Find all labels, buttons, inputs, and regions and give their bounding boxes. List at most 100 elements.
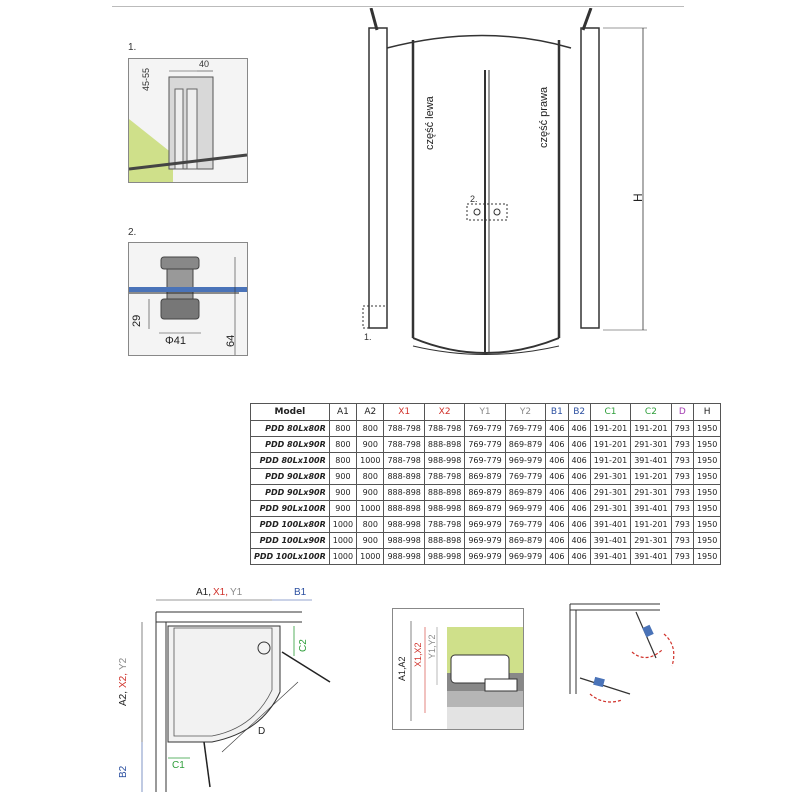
plan-side-label-a: A2, bbox=[118, 690, 129, 706]
table-cell: 888-898 bbox=[423, 484, 466, 501]
table-header-y2: Y2 bbox=[504, 403, 547, 421]
table-cell: 900 bbox=[328, 500, 358, 517]
table-header-b2: B2 bbox=[567, 403, 591, 421]
table-cell: 988-998 bbox=[423, 452, 466, 469]
table-cell: 788-798 bbox=[423, 468, 466, 485]
section-view-drawing bbox=[410, 621, 523, 729]
table-cell-model: PDD 100Lx100R bbox=[250, 548, 330, 565]
table-cell-model: PDD 80Lx80R bbox=[250, 420, 330, 437]
table-cell: 191-201 bbox=[589, 436, 632, 453]
table-cell: 969-979 bbox=[504, 548, 547, 565]
section-label-y: Y1,Y2 bbox=[427, 634, 437, 659]
table-cell: 406 bbox=[545, 516, 569, 533]
table-cell: 800 bbox=[356, 516, 385, 533]
table-cell: 900 bbox=[356, 436, 385, 453]
table-cell: 869-879 bbox=[504, 532, 547, 549]
plan-side-label-b: B2 bbox=[118, 765, 129, 778]
table-header-a2: A2 bbox=[356, 403, 385, 421]
table-cell: 888-898 bbox=[383, 484, 425, 501]
table-cell: 988-998 bbox=[383, 548, 425, 565]
plan-label-d: D bbox=[258, 726, 266, 737]
table-cell: 406 bbox=[567, 548, 591, 565]
table-cell: 793 bbox=[670, 516, 694, 533]
table-cell: 1950 bbox=[692, 516, 722, 533]
table-cell: 1950 bbox=[692, 452, 722, 469]
table-cell: 1950 bbox=[692, 468, 722, 485]
table-cell: 406 bbox=[567, 484, 591, 501]
table-cell: 788-798 bbox=[423, 516, 466, 533]
table-cell: 406 bbox=[567, 468, 591, 485]
table-cell: 769-779 bbox=[464, 420, 506, 437]
table-cell: 1950 bbox=[692, 500, 722, 517]
right-part-label: część prawa bbox=[538, 86, 550, 148]
table-cell: 291-301 bbox=[589, 484, 632, 501]
table-cell: 1950 bbox=[692, 436, 722, 453]
table-cell: 391-401 bbox=[630, 500, 672, 517]
table-cell: 900 bbox=[328, 484, 358, 501]
detail-2-dim-total: 64 bbox=[225, 334, 237, 347]
table-cell: 406 bbox=[567, 452, 591, 469]
table-cell: 869-879 bbox=[504, 484, 547, 501]
table-cell: 391-401 bbox=[589, 532, 632, 549]
section-label-a: A1,A2 bbox=[397, 656, 407, 681]
table-cell: 800 bbox=[356, 420, 385, 437]
table-header-h: H bbox=[692, 403, 722, 421]
table-cell: 406 bbox=[545, 468, 569, 485]
table-cell: 888-898 bbox=[383, 500, 425, 517]
table-cell: 1000 bbox=[356, 548, 385, 565]
table-header-c2: C2 bbox=[630, 403, 672, 421]
table-cell: 191-201 bbox=[630, 420, 672, 437]
table-cell: 969-979 bbox=[464, 548, 506, 565]
table-cell: 869-879 bbox=[464, 484, 506, 501]
table-cell: 1950 bbox=[692, 420, 722, 437]
opening-view-drawing bbox=[569, 603, 675, 703]
detail-2-dim-diameter: Φ41 bbox=[165, 335, 187, 347]
table-cell: 869-879 bbox=[504, 436, 547, 453]
plan-label-c2: C2 bbox=[298, 639, 309, 652]
table-cell: 391-401 bbox=[630, 548, 672, 565]
table-header-x2: X2 bbox=[423, 403, 466, 421]
table-cell: 291-301 bbox=[589, 500, 632, 517]
table-cell: 888-898 bbox=[423, 532, 466, 549]
table-cell-model: PDD 100Lx90R bbox=[250, 532, 330, 549]
table-cell: 769-779 bbox=[504, 516, 547, 533]
table-cell: 406 bbox=[545, 500, 569, 517]
table-cell: 793 bbox=[670, 452, 694, 469]
table-cell: 788-798 bbox=[423, 420, 466, 437]
table-cell: 800 bbox=[328, 420, 358, 437]
table-cell: 793 bbox=[670, 532, 694, 549]
table-cell: 291-301 bbox=[630, 532, 672, 549]
front-view-drawing bbox=[362, 8, 647, 355]
table-cell: 769-779 bbox=[504, 468, 547, 485]
height-label: H bbox=[631, 193, 645, 202]
table-cell: 969-979 bbox=[504, 500, 547, 517]
table-cell-model: PDD 80Lx90R bbox=[250, 436, 330, 453]
section-label-x: X1,X2 bbox=[413, 642, 423, 667]
table-cell: 769-779 bbox=[464, 436, 506, 453]
table-cell: 391-401 bbox=[630, 452, 672, 469]
plan-side-label-y: Y2 bbox=[118, 657, 129, 670]
table-cell: 191-201 bbox=[589, 420, 632, 437]
plan-side-label-x: X2, bbox=[118, 672, 129, 688]
table-cell-model: PDD 90Lx90R bbox=[250, 484, 330, 501]
table-header-a1: A1 bbox=[328, 403, 358, 421]
table-cell: 969-979 bbox=[464, 516, 506, 533]
table-cell: 291-301 bbox=[630, 436, 672, 453]
table-cell: 969-979 bbox=[464, 532, 506, 549]
table-cell: 191-201 bbox=[589, 452, 632, 469]
table-cell: 900 bbox=[356, 532, 385, 549]
table-cell: 406 bbox=[567, 500, 591, 517]
detail-1-dim-b: 40 bbox=[199, 59, 210, 69]
table-cell: 800 bbox=[356, 468, 385, 485]
table-cell: 988-998 bbox=[423, 548, 466, 565]
table-cell: 793 bbox=[670, 436, 694, 453]
table-header-x1: X1 bbox=[383, 403, 425, 421]
table-cell: 1000 bbox=[328, 532, 358, 549]
